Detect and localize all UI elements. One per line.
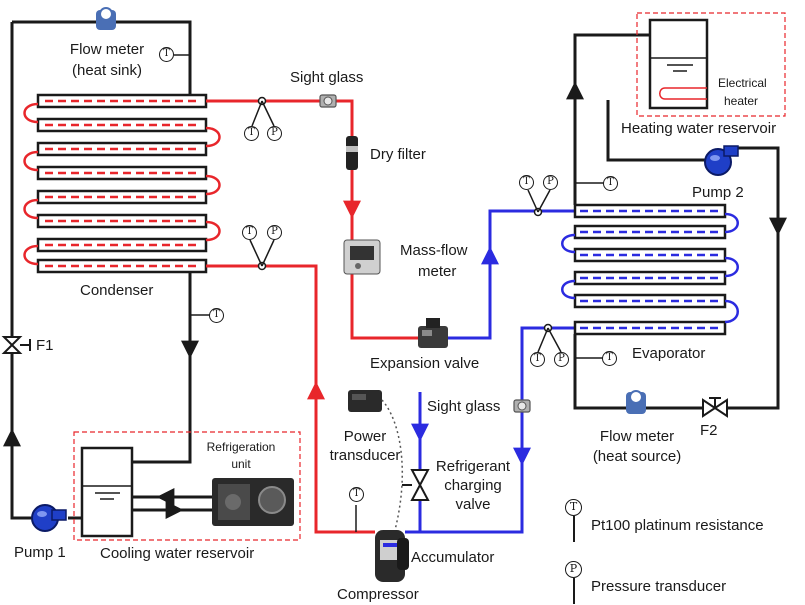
f1-label: F1 — [36, 337, 54, 354]
flow-meter-sink-label-2: (heat sink) — [71, 62, 143, 79]
temperature-sensor-evaporator-out: T — [519, 175, 534, 190]
temperature-sensor-compressor: T — [349, 487, 364, 502]
electrical-heater-label-2: heater — [724, 94, 759, 108]
valve-f1-icon — [1, 336, 31, 354]
refrigerant-charging-valve-label-3: valve — [455, 496, 491, 513]
flow-meter-heat-sink-icon — [96, 7, 116, 30]
refrigeration-unit-icon — [212, 478, 294, 526]
refrigerant-charging-valve-label-2: charging — [444, 477, 502, 494]
f2-label: F2 — [700, 422, 718, 439]
sensor-connectors — [174, 54, 604, 532]
sight-glass-mid-label: Sight glass — [427, 398, 501, 415]
refrigerant-charging-valve-icon — [402, 469, 430, 501]
accumulator-icon — [397, 538, 409, 570]
evaporator-label: Evaporator — [632, 345, 706, 362]
legend-pressure-symbol: P — [565, 561, 582, 578]
refrigeration-unit-label-1: Refrigeration — [206, 440, 276, 454]
power-transducer-icon — [348, 390, 382, 412]
evaporator — [561, 203, 739, 336]
condenser-label: Condenser — [80, 282, 154, 299]
power-transducer-label-2: transducer — [329, 447, 401, 464]
sight-glass-top-label: Sight glass — [290, 69, 364, 86]
power-transducer-label-1: Power — [343, 428, 387, 445]
dry-filter-label: Dry filter — [370, 146, 426, 163]
accumulator-label: Accumulator — [411, 549, 495, 566]
valve-f2-icon — [702, 397, 728, 418]
water-flow-arrows-sink — [3, 335, 199, 519]
mass-flow-meter-label-1: Mass-flow — [400, 242, 468, 259]
pump-1-icon — [31, 504, 67, 532]
compressor-label: Compressor — [337, 586, 419, 603]
temperature-sensor-source-in: T — [603, 176, 618, 191]
temperature-sensor-cooling-return: T — [209, 308, 224, 323]
heating-water-reservoir — [636, 12, 786, 117]
flow-meter-sink-label-1: Flow meter — [69, 41, 145, 58]
temperature-sensor-evaporator-in: T — [530, 352, 545, 367]
hot-refrigerant-arrows — [307, 182, 361, 405]
flow-meter-heat-source-icon — [626, 390, 646, 414]
temperature-sensor-condenser-in: T — [244, 126, 259, 141]
electrical-heater-label-1: Electrical — [718, 76, 767, 90]
pump-2-icon — [704, 145, 739, 176]
cooling-water-reservoir — [73, 431, 301, 541]
legend-pressure-label: Pressure transducer — [591, 578, 727, 595]
pressure-sensor-condenser-in: P — [267, 126, 282, 141]
expansion-valve-label: Expansion valve — [370, 355, 480, 372]
legend-temperature-stem — [573, 516, 575, 542]
refrigerant-charging-valve-label-1: Refrigerant — [435, 458, 511, 475]
condenser — [23, 93, 221, 274]
expansion-valve-icon — [418, 318, 448, 348]
water-flow-arrows-source — [566, 81, 787, 236]
temperature-sensor-sink: T — [159, 47, 174, 62]
heat-source-water-loop — [573, 33, 780, 410]
heating-water-reservoir-label: Heating water reservoir — [621, 120, 777, 137]
pump-2-label: Pump 2 — [692, 184, 744, 201]
temperature-sensor-source-out: T — [602, 351, 617, 366]
sight-glass-mid-icon — [513, 399, 531, 413]
power-cable — [381, 399, 404, 531]
cold-refrigerant-arrows — [411, 246, 531, 466]
mass-flow-meter-icon — [343, 239, 381, 275]
temperature-sensor-condenser-out: T — [242, 225, 257, 240]
flow-meter-source-label-2: (heat source) — [592, 448, 682, 465]
cooling-water-reservoir-label: Cooling water reservoir — [100, 545, 255, 562]
refrigeration-unit-label-2: unit — [231, 457, 251, 471]
legend-temperature-label: Pt100 platinum resistance — [591, 517, 764, 534]
dry-filter-icon — [346, 136, 358, 170]
legend-temperature-symbol: T — [565, 499, 582, 516]
flow-meter-source-label-1: Flow meter — [599, 428, 675, 445]
pressure-sensor-condenser-out: P — [267, 225, 282, 240]
sight-glass-top-icon — [319, 94, 337, 108]
pump-1-label: Pump 1 — [14, 544, 66, 561]
legend-pressure-stem — [573, 578, 575, 604]
pressure-sensor-evaporator-out: P — [543, 175, 558, 190]
pressure-sensor-evaporator-in: P — [554, 352, 569, 367]
mass-flow-meter-label-2: meter — [418, 263, 457, 280]
